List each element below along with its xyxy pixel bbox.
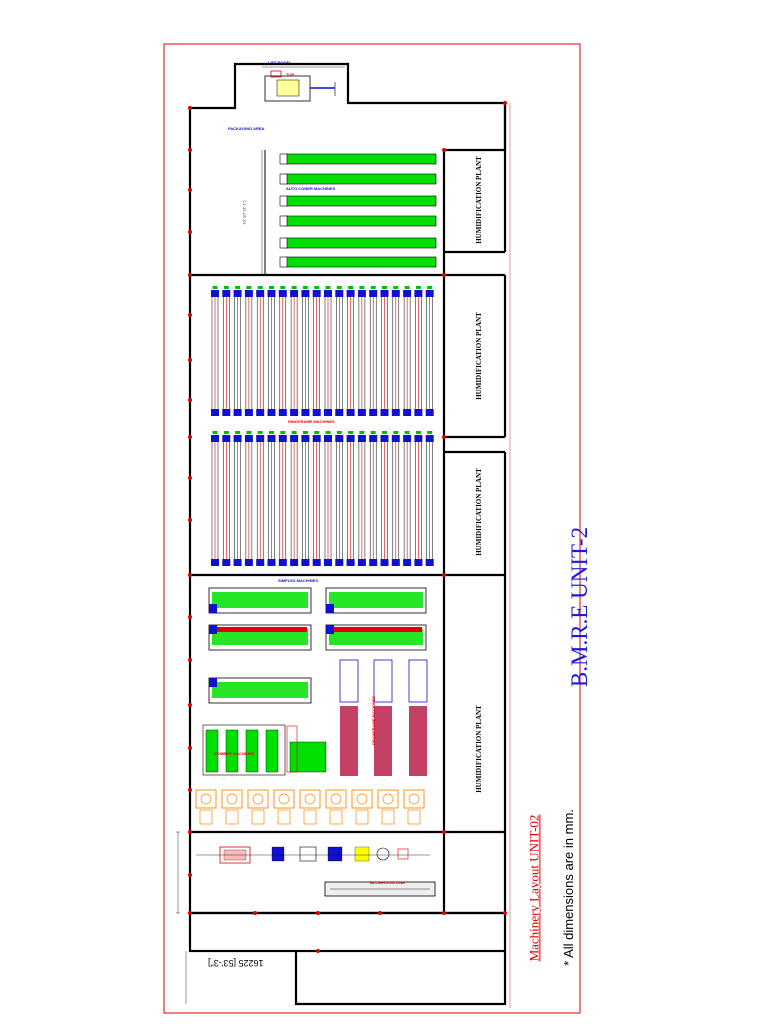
ring-frame (369, 431, 378, 566)
ring-frame (403, 431, 412, 566)
drawframe-col-3 (408, 659, 428, 776)
ring-frame (267, 431, 276, 566)
carding-machine (273, 789, 295, 825)
ring-frame (335, 286, 344, 416)
ring-frame (357, 286, 366, 416)
ring-frame-row-1 (211, 286, 434, 416)
ring-frame (244, 431, 253, 566)
ring-frame (290, 431, 299, 566)
auto-coner-5 (279, 237, 437, 249)
ring-frame-row-2 (211, 431, 434, 566)
packaging-area-label: PACKAGING AREA (228, 126, 265, 131)
building-walls (188, 62, 507, 1006)
drawframe-machines (339, 659, 428, 776)
lift-room (262, 66, 345, 102)
dimension-lines (176, 103, 511, 1008)
ring-frame (256, 431, 265, 566)
ring-frame (211, 431, 219, 566)
drawframe-label: DRAWFRAME MACHINES (370, 696, 376, 745)
auto-coner-6 (279, 256, 437, 268)
auto-coner-3 (279, 195, 437, 207)
ring-frame (414, 431, 423, 566)
auto-coner-4 (279, 215, 437, 227)
humidification-plant-2: HUMIDIFICATION PLANT (474, 312, 483, 400)
carding-machine (299, 789, 321, 825)
ring-frame (244, 286, 253, 416)
carding-machine (247, 789, 269, 825)
ring-frame (346, 431, 355, 566)
ring-frame (335, 431, 344, 566)
simplex-3 (208, 624, 312, 651)
ring-frame (324, 431, 332, 566)
ring-frame (312, 431, 321, 566)
carding-machine (351, 789, 373, 825)
lift-room-tag: TOP (286, 72, 295, 77)
ring-frame-label: RINGFRAME MACHINES (288, 419, 335, 424)
drawing-border (163, 43, 581, 1014)
blowroom-label: BLOWROOM LINE (370, 880, 405, 885)
ring-frame (391, 286, 400, 416)
auto-coner-2 (279, 173, 437, 185)
simplex-1 (208, 587, 312, 614)
auto-coner-1 (279, 153, 437, 165)
ring-frame (380, 431, 389, 566)
comber-label: COMBER MACHINES (214, 751, 255, 756)
carding-machine (195, 789, 217, 825)
ring-frame (278, 286, 287, 416)
comber-machines (202, 724, 327, 776)
ring-frame (267, 286, 276, 416)
ring-frame (369, 286, 378, 416)
carding-machine (325, 789, 347, 825)
simplex-5 (208, 677, 312, 704)
humidification-plant-4: HUMIDIFICATION PLANT (474, 705, 483, 793)
simplex-4 (325, 624, 427, 651)
ring-frame (211, 286, 219, 416)
blowroom-line (196, 846, 436, 897)
simplex-machines (208, 587, 427, 704)
carding-machine (377, 789, 399, 825)
carding-machine (403, 789, 425, 825)
overall-dimension: 16225 [53'-3"] (208, 958, 264, 968)
dimensions-note: * All dimensions are in mm. (560, 809, 576, 966)
lift-room-label: LIFT ROOM (268, 60, 290, 65)
ring-frame (391, 431, 400, 566)
drawing-title: B.M.R.E UNIT-2 (567, 526, 593, 688)
drawframe-col-1 (339, 659, 359, 776)
ring-frame (256, 286, 265, 416)
simplex-2 (325, 587, 427, 614)
humidification-plant-1: HUMIDIFICATION PLANT (474, 156, 483, 244)
drawframe-col-2 (373, 659, 393, 776)
ring-frame (414, 286, 423, 416)
ring-frame (233, 431, 242, 566)
ring-frame (346, 286, 355, 416)
ring-frame (324, 286, 332, 416)
ring-frame (312, 286, 321, 416)
drawing-subtitle: Machinery Layout UNIT-02 (526, 814, 542, 962)
ring-frame (380, 286, 389, 416)
ring-frame (425, 431, 434, 566)
ring-frame (222, 286, 231, 416)
auto-coner-machines (279, 153, 437, 268)
auto-coner-label: AUTO CONER MACHINES (286, 186, 336, 191)
humidification-plant-3: HUMIDIFICATION PLANT (474, 468, 483, 556)
ring-frame (233, 286, 242, 416)
column-markers (188, 101, 507, 953)
ring-frame (290, 286, 299, 416)
carding-machines (195, 789, 425, 825)
auto-coner-dimension: 10'-10" (3'-1") (241, 200, 247, 225)
ring-frame (278, 431, 287, 566)
ring-frame (425, 286, 434, 416)
ring-frame (222, 431, 231, 566)
ring-frame (301, 431, 310, 566)
carding-machine (221, 789, 243, 825)
simplex-label: SIMPLEX MACHINES (278, 578, 319, 583)
ring-frame (301, 286, 310, 416)
ring-frame (403, 286, 412, 416)
ring-frame (357, 431, 366, 566)
